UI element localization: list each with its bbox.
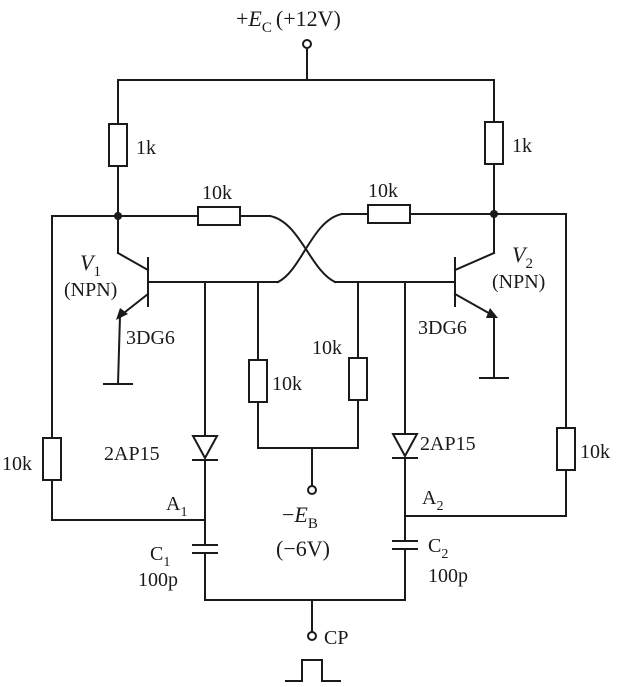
node-a2-label: A2	[422, 487, 443, 514]
resistor-collector-left-label: 1k	[136, 137, 156, 159]
capacitor-c1-label: C1	[150, 543, 170, 570]
transistor-v2	[453, 251, 509, 379]
negative-supply-label: −EB	[282, 502, 318, 532]
resistor-feedback-right-label: 10k	[580, 441, 610, 463]
resistor-cross-left-label: 10k	[202, 182, 232, 204]
transistor-v2-model: 3DG6	[418, 317, 467, 339]
diode-left	[191, 435, 219, 461]
resistor-cross-left	[197, 206, 241, 226]
negative-supply-terminal	[307, 485, 317, 495]
supply-label: +EC(+12V)	[236, 6, 341, 36]
negative-supply-value: (−6V)	[276, 536, 330, 561]
resistor-feedback-right	[556, 427, 576, 471]
capacitor-c2	[392, 540, 418, 550]
diode-left-label: 2AP15	[104, 443, 160, 465]
resistor-base-bias-right-label: 10k	[312, 337, 342, 359]
resistor-collector-right-label: 1k	[512, 135, 532, 157]
trigger-pulse-waveform	[285, 659, 341, 682]
transistor-v2-type: (NPN)	[492, 271, 545, 293]
resistor-cross-right-label: 10k	[368, 180, 398, 202]
capacitor-c2-label: C2	[428, 535, 448, 562]
diode-right	[391, 433, 419, 459]
resistor-base-bias-left	[248, 359, 268, 403]
capacitor-c2-value: 100p	[428, 565, 468, 587]
transistor-v1-type: (NPN)	[64, 279, 117, 301]
resistor-collector-left	[108, 123, 128, 167]
resistor-collector-right	[484, 121, 504, 165]
transistor-v1-label: V1	[80, 250, 101, 280]
resistor-feedback-left	[42, 437, 62, 481]
node-a1-label: A1	[166, 493, 187, 520]
transistor-v1	[103, 251, 150, 386]
capacitor-c1	[192, 544, 218, 554]
supply-terminal	[302, 39, 312, 81]
transistor-v2-label: V2	[512, 242, 533, 272]
resistor-base-bias-right	[348, 357, 368, 401]
resistor-feedback-left-label: 10k	[2, 453, 32, 475]
transistor-v1-model: 3DG6	[126, 327, 175, 349]
resistor-cross-right	[367, 204, 411, 224]
trigger-label: CP	[324, 627, 348, 649]
diode-right-label: 2AP15	[420, 433, 476, 455]
trigger-terminal	[307, 631, 317, 641]
resistor-base-bias-left-label: 10k	[272, 373, 302, 395]
capacitor-c1-value: 100p	[138, 569, 178, 591]
